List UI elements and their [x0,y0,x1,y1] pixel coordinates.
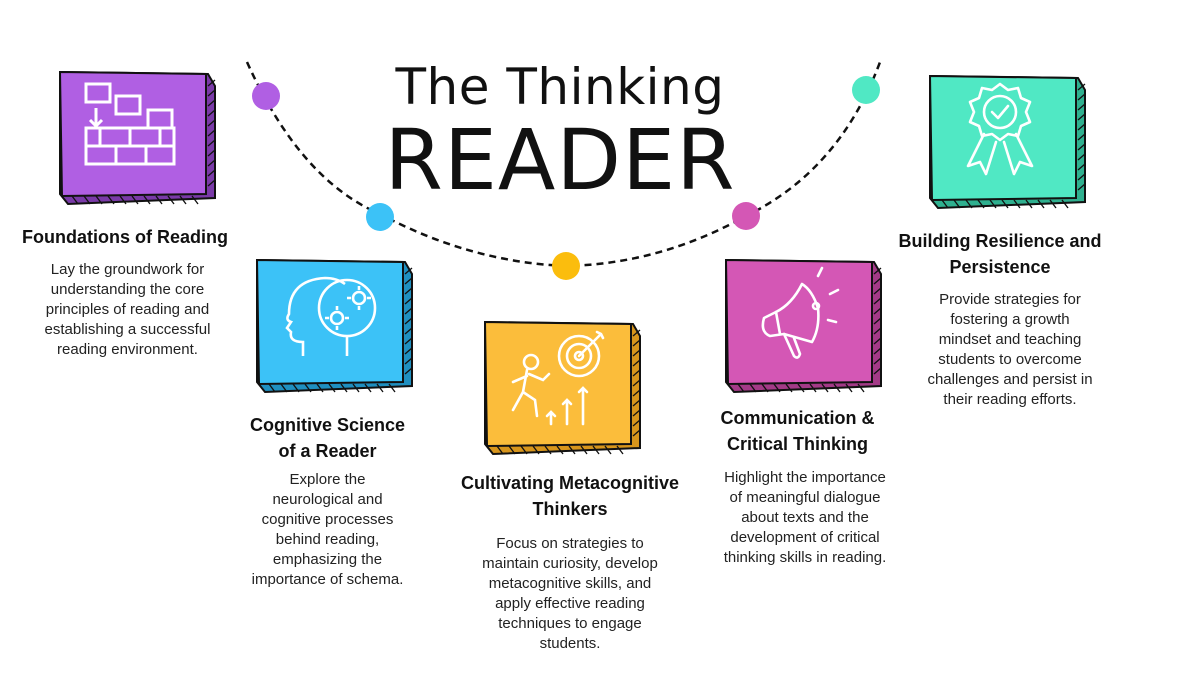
title-line-1: The Thinking [395,58,725,116]
heading-resilience: Building Resilience and Persistence [898,231,1102,277]
desc-communication: Highlight the importance of meaningful d… [723,469,887,566]
timeline-dot-teal [852,76,880,104]
timeline-dot-blue [366,203,394,231]
desc-foundations: Lay the groundwork for understanding the… [44,261,211,358]
runner-target-icon [511,330,605,426]
desc-resilience: Provide strategies for fostering a growt… [927,291,1093,408]
heading-metacognitive: Cultivating Metacognitive Thinkers [460,473,680,519]
timeline-dot-purple [252,82,280,110]
timeline-dot-yellow [552,252,580,280]
desc-cognitive: Explore the neurological and cognitive p… [251,471,404,588]
brick-wall-icon [84,82,176,166]
tile-communication [724,258,884,398]
tile-foundations [58,70,218,210]
tile-resilience [928,74,1088,214]
heading-cognitive: Cognitive Science of a Reader [249,415,406,461]
timeline-dot-pink [732,202,760,230]
heading-communication: Communication & Critical Thinking [720,408,875,454]
desc-metacognitive: Focus on strategies to maintain curiosit… [482,535,658,652]
head-gears-icon [285,276,377,356]
title-line-2: READER [384,111,736,209]
tile-metacognitive [483,320,643,460]
award-ribbon-icon [966,82,1034,176]
heading-foundations: Foundations of Reading [22,227,228,247]
megaphone-icon [761,266,840,359]
tile-cognitive [255,258,415,398]
